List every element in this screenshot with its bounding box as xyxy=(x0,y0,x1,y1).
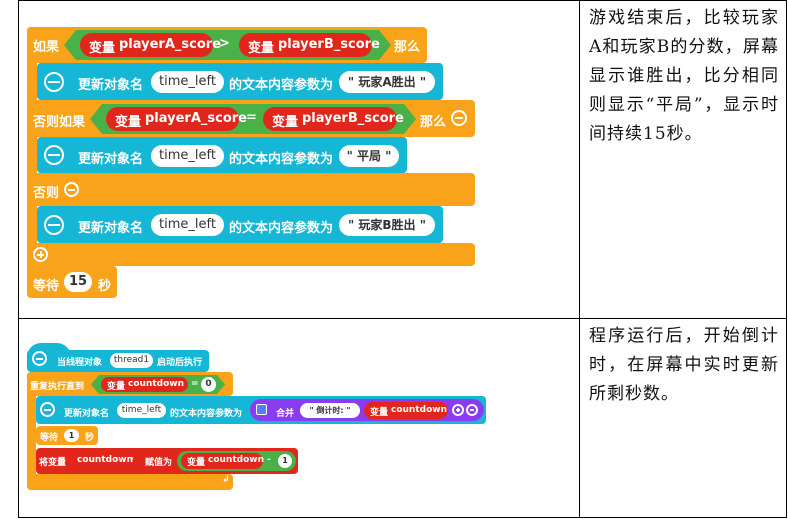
then-label: 那么 xyxy=(394,40,421,55)
thread-suffix-label: 启动后执行 xyxy=(157,358,203,368)
compare-value-field[interactable]: 0 xyxy=(201,377,216,392)
repeat-footer xyxy=(27,474,233,490)
op-eq: = xyxy=(191,379,199,389)
thread-prefix-label: 当线程对象 xyxy=(57,358,103,368)
update-label: 更新对象名 xyxy=(78,78,144,93)
remove-branch-icon[interactable] xyxy=(451,110,467,126)
var-name: countdown xyxy=(391,405,447,415)
seconds-label: 秒 xyxy=(85,433,95,443)
dropdown-arrow-icon[interactable]: ▾ xyxy=(130,455,134,463)
var-countdown-block[interactable]: 变量 countdown xyxy=(101,377,188,392)
wait-seconds-field[interactable]: 15 xyxy=(64,272,92,292)
var-name: playerA_score xyxy=(119,37,222,52)
if-footer-bar xyxy=(27,243,475,266)
countdown-text-field[interactable]: " 倒计时: " xyxy=(300,403,360,418)
object-icon xyxy=(40,402,55,417)
target-name-field[interactable]: time_left xyxy=(151,145,224,167)
text-param-label: 的文本内容参数为 xyxy=(170,409,243,419)
var-playerB-block-2[interactable]: 变量 playerB_score xyxy=(263,107,404,131)
target-name-field[interactable]: time_left xyxy=(117,403,166,418)
add-join-item-icon[interactable] xyxy=(452,404,464,416)
target-name-field[interactable]: time_left xyxy=(151,71,224,93)
set-var-dropdown[interactable]: countdown xyxy=(77,455,133,465)
if-label: 如果 xyxy=(33,40,60,55)
wait-label: 等待 xyxy=(33,279,60,294)
remove-else-icon[interactable] xyxy=(64,182,79,197)
var-keyword: 变量 xyxy=(370,408,389,418)
set-label: 将变量 xyxy=(39,458,67,468)
column-divider xyxy=(579,0,580,518)
var-countdown-block-2[interactable]: 变量 countdown xyxy=(364,402,448,419)
thread-icon xyxy=(32,351,47,366)
update-label: 更新对象名 xyxy=(78,152,144,167)
update-label: 更新对象名 xyxy=(78,221,144,236)
var-keyword: 变量 xyxy=(248,41,275,56)
repeat-label: 重复执行直到 xyxy=(30,382,85,392)
var-keyword: 变量 xyxy=(272,115,299,130)
repeat-left-rail xyxy=(27,372,36,490)
var-keyword: 变量 xyxy=(115,115,142,130)
op-gt: > xyxy=(219,36,230,51)
var-name: playerA_score xyxy=(145,111,248,126)
loop-arrow-icon: ↲ xyxy=(222,475,230,485)
text-param-label: 的文本内容参数为 xyxy=(229,78,334,93)
elseif-label: 否则如果 xyxy=(33,115,86,130)
if-left-rail xyxy=(27,27,37,272)
var-name: countdown xyxy=(208,455,264,465)
target-name-field[interactable]: time_left xyxy=(151,214,224,236)
else-header-bar[interactable] xyxy=(27,173,475,206)
var-name: playerB_score xyxy=(302,111,404,126)
wait-seconds-field[interactable]: 1 xyxy=(64,429,79,442)
remove-join-item-icon[interactable] xyxy=(466,404,478,416)
add-branch-icon[interactable] xyxy=(33,247,48,262)
var-playerA-block-2[interactable]: 变量 playerA_score xyxy=(106,107,247,131)
text-value-field[interactable]: " 玩家B胜出 " xyxy=(339,214,435,236)
object-icon xyxy=(44,215,64,235)
var-countdown-block-3[interactable]: 变量 countdown xyxy=(181,453,264,469)
seconds-label: 秒 xyxy=(98,279,112,294)
var-keyword: 变量 xyxy=(89,41,116,56)
text-value-field[interactable]: " 玩家A胜出 " xyxy=(339,71,435,93)
list-icon xyxy=(256,404,267,415)
var-playerB-block[interactable]: 变量 playerB_score xyxy=(239,33,380,57)
join-label: 合并 xyxy=(276,409,295,419)
op-minus: - xyxy=(267,455,271,465)
thread-name-field[interactable]: thread1 xyxy=(110,353,153,368)
object-icon xyxy=(44,72,64,92)
var-name: countdown xyxy=(128,379,184,389)
row2-description: 程序运行后，开始倒计时，在屏幕中实时更新所剩秒数。 xyxy=(589,326,779,404)
text-param-label: 的文本内容参数为 xyxy=(229,221,334,236)
assign-label: 赋值为 xyxy=(145,458,173,468)
text-value-field[interactable]: " 平局 " xyxy=(339,145,399,167)
text-param-label: 的文本内容参数为 xyxy=(229,152,334,167)
then-label-2: 那么 xyxy=(420,115,447,130)
var-playerA-block[interactable]: 变量 playerA_score xyxy=(80,33,221,57)
minus-value-field[interactable]: 1 xyxy=(278,454,292,468)
row1-description: 游戏结束后，比较玩家A和玩家B的分数，屏幕显示谁胜出，比分相同则显示“平局”，显… xyxy=(589,8,779,144)
update-label: 更新对象名 xyxy=(64,409,110,419)
var-keyword: 变量 xyxy=(107,382,126,392)
var-name: playerB_score xyxy=(278,37,380,52)
wait-label: 等待 xyxy=(40,433,59,443)
op-eq: = xyxy=(246,110,257,125)
row-divider xyxy=(18,318,787,319)
var-keyword: 变量 xyxy=(187,458,206,468)
else-label: 否则 xyxy=(33,186,60,201)
table-border xyxy=(18,0,787,518)
object-icon xyxy=(44,145,64,165)
